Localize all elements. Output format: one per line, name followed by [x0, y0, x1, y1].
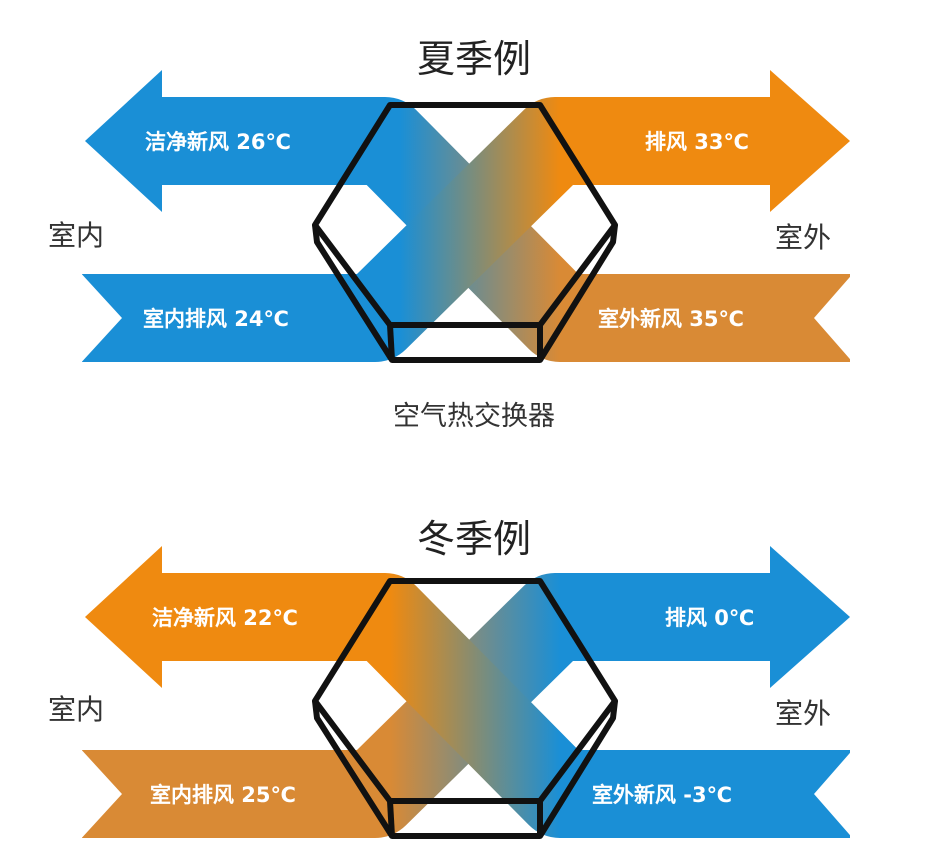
indoor-exhaust-label: 室内排风 24℃ — [143, 307, 289, 331]
outdoor-label: 室外 — [775, 697, 831, 730]
indoor-label: 室内 — [48, 693, 104, 726]
winter-title: 冬季例 — [417, 517, 531, 561]
indoor-label: 室内 — [48, 219, 104, 252]
exhaust-arrowhead — [770, 70, 850, 212]
exhaust-air-label: 排风 33℃ — [645, 130, 749, 154]
heat-exchanger-hexagon — [312, 578, 618, 839]
tail-notch — [814, 270, 856, 366]
clean-fresh-air-label: 洁净新风 26℃ — [145, 130, 291, 154]
tail-notch — [78, 270, 122, 366]
indoor-exhaust-label: 室内排风 25℃ — [150, 783, 296, 807]
outdoor-fresh-air-label: 室外新风 -3℃ — [592, 783, 732, 807]
clean-fresh-air-label: 洁净新风 22℃ — [152, 606, 298, 630]
exhaust-air-label: 排风 0℃ — [665, 606, 754, 630]
summer-title: 夏季例 — [417, 37, 531, 81]
outdoor-label: 室外 — [775, 221, 831, 254]
heat-exchanger-hexagon — [312, 102, 618, 363]
fresh-air-arrowhead — [85, 546, 162, 688]
exhaust-arrowhead — [770, 546, 850, 688]
tail-notch — [814, 746, 856, 842]
tail-notch — [78, 746, 122, 842]
fresh-air-arrowhead — [85, 70, 162, 212]
winter-panel: 冬季例 洁净新风 22℃ 排风 0℃ 室内排风 25℃ 室外新风 -3℃ 室内 … — [48, 517, 856, 842]
outdoor-fresh-air-label: 室外新风 35℃ — [598, 307, 744, 331]
exhaust-air-flow — [82, 97, 775, 362]
exchanger-caption: 空气热交换器 — [393, 401, 555, 432]
summer-panel: 夏季例 洁净新风 26℃ 排风 33℃ 室内排风 24℃ 室外新风 35℃ 室内… — [48, 37, 856, 432]
fresh-air-flow — [150, 573, 850, 838]
